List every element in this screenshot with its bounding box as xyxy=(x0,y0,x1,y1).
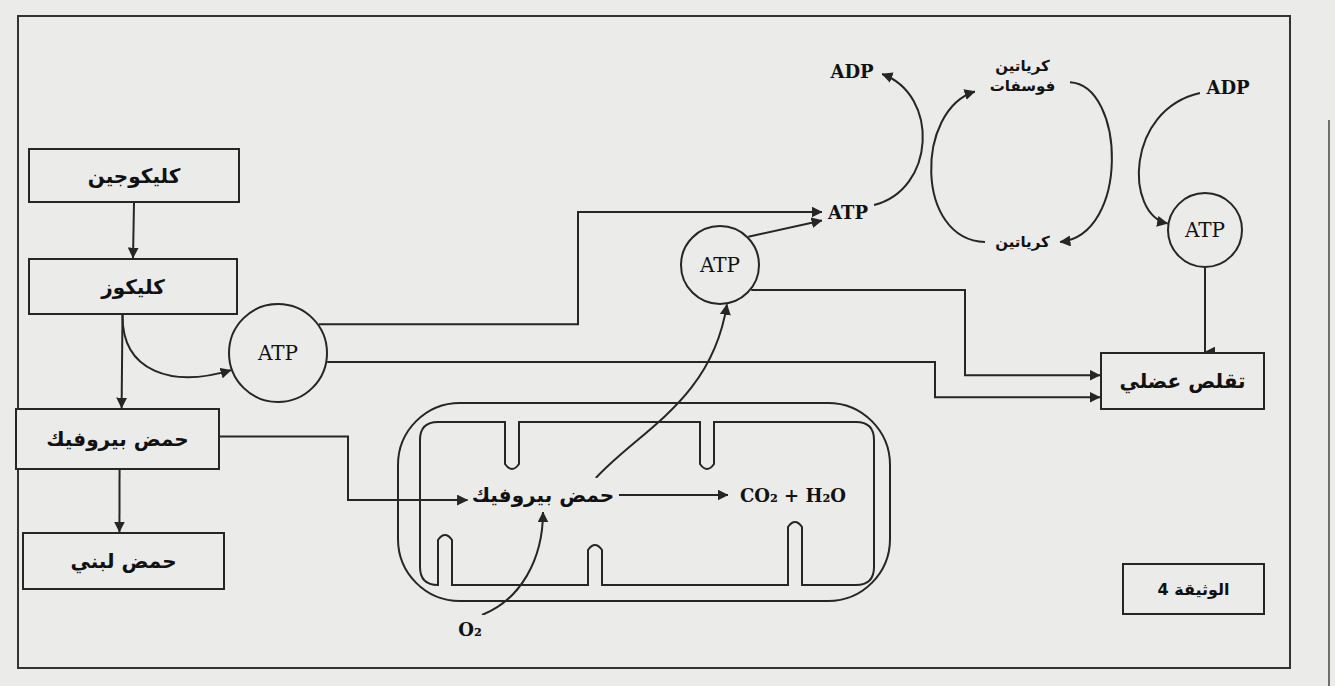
process-box: حمض بيروفيك xyxy=(15,408,220,470)
node-text: تقلص عضلي xyxy=(1119,369,1245,393)
document-number-box: الوثيقة 4 xyxy=(1122,563,1265,615)
flow-arrow xyxy=(133,203,134,258)
mitochondrion-outer-membrane xyxy=(398,403,890,601)
text-holder: ATP xyxy=(828,202,868,223)
process-box: حمض لبني xyxy=(22,532,225,590)
molecule-label: كرياتين فوسفات xyxy=(975,45,1070,107)
node-text: ATP xyxy=(828,202,868,223)
flow-arrow xyxy=(874,74,923,205)
molecule-label: حمض بيروفيك xyxy=(468,478,619,512)
node-text: CO₂ + H₂O xyxy=(740,485,846,506)
text-holder: كليكوز xyxy=(101,275,165,299)
molecule-label: ADP xyxy=(822,56,882,86)
node-text: كرياتين xyxy=(995,232,1050,252)
flow-arrow xyxy=(122,315,231,377)
atp-circle: ATP xyxy=(228,303,328,403)
flow-arrow xyxy=(619,494,729,496)
node-text: كليكوجين xyxy=(88,164,181,188)
atp-circle: ATP xyxy=(1167,192,1243,268)
flow-arrow xyxy=(319,212,822,324)
text-holder: كليكوجين xyxy=(88,164,181,188)
flow-arrow xyxy=(596,304,727,478)
molecule-label: CO₂ + H₂O xyxy=(728,480,858,510)
text-holder: ATP xyxy=(700,253,740,277)
process-box: كليكوز xyxy=(28,258,238,315)
node-text: ADP xyxy=(830,61,873,82)
flow-arrow xyxy=(118,470,120,532)
node-text: كليكوز xyxy=(101,275,165,299)
text-holder: الوثيقة 4 xyxy=(1158,580,1230,599)
atp-circle: ATP xyxy=(680,225,760,305)
text-holder: حمض لبني xyxy=(70,549,176,573)
node-text: الوثيقة 4 xyxy=(1158,580,1230,599)
process-box: تقلص عضلي xyxy=(1100,352,1265,410)
text-holder: حمض بيروفيك xyxy=(46,427,189,451)
text-holder: O₂ xyxy=(458,619,482,640)
node-text: ATP xyxy=(1185,218,1225,242)
text-holder: ADP xyxy=(830,61,873,82)
flow-arrow xyxy=(931,92,985,243)
text-holder: تقلص عضلي xyxy=(1119,369,1245,393)
node-text: ADP xyxy=(1206,77,1249,98)
flow-arrow xyxy=(748,220,822,236)
text-holder: حمض بيروفيك xyxy=(472,483,615,507)
molecule-label: O₂ xyxy=(450,615,490,643)
flow-arrow xyxy=(1204,268,1206,352)
molecule-label: ATP xyxy=(822,198,874,226)
paper-edge xyxy=(1328,120,1330,686)
node-text: O₂ xyxy=(458,619,482,640)
flow-arrow xyxy=(220,437,468,501)
flow-arrow xyxy=(751,290,1100,375)
flow-arrow xyxy=(327,362,1100,397)
molecule-label: ADP xyxy=(1200,72,1256,102)
node-text: ATP xyxy=(700,253,740,277)
molecule-label: كرياتين xyxy=(985,228,1060,256)
mitochondrion-inner-membrane xyxy=(420,422,874,585)
text-holder: ATP xyxy=(1185,218,1225,242)
text-holder: كرياتين فوسفات xyxy=(979,56,1066,97)
page-frame xyxy=(18,16,1290,668)
text-holder: ATP xyxy=(258,341,298,365)
text-holder: كرياتين xyxy=(995,232,1050,252)
node-text: كرياتين فوسفات xyxy=(979,56,1066,97)
text-holder: ADP xyxy=(1206,77,1249,98)
node-text: حمض بيروفيك xyxy=(472,483,615,507)
text-holder: CO₂ + H₂O xyxy=(740,485,846,506)
node-text: حمض لبني xyxy=(70,549,176,573)
flow-arrow xyxy=(482,512,543,615)
process-box: كليكوجين xyxy=(28,148,240,203)
node-text: حمض بيروفيك xyxy=(46,427,189,451)
node-text: ATP xyxy=(258,341,298,365)
